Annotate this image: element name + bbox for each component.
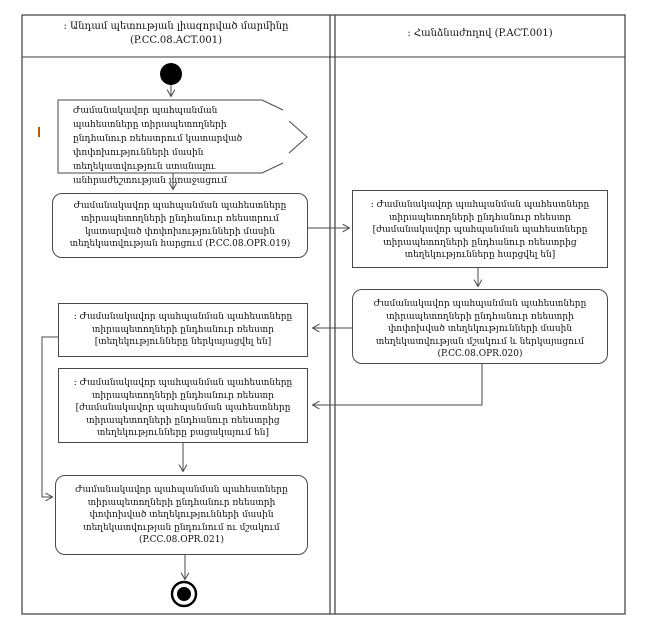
connector-process-to-registry-missing (313, 364, 483, 405)
connector-registry-submitted-to-receive (41, 336, 58, 497)
end-node-core-icon (177, 587, 191, 601)
node-registry-missing-state: : Ժամանակավոր պահպանման պահեստները տիրապ… (58, 368, 308, 443)
signal-event-shape (57, 99, 284, 174)
signal-chevron-icon (288, 120, 308, 154)
lane-header-commission-title: : Հանձնաժողով (P.ACT.001) (407, 28, 553, 39)
lane-header-commission: : Հանձնաժողով (P.ACT.001) (340, 27, 620, 41)
lane-header-authorized-body-line2: (P.CC.08.ACT.001) (129, 34, 223, 46)
diagram-frame (21, 14, 626, 615)
warning-tick-icon (38, 127, 40, 137)
node-registry-queried-state: : Ժամանակավոր պահպանման պահեստները տիրապ… (352, 190, 608, 268)
node-signal-event: Ժամանակավոր պահպանման պահեստները տիրապետ… (73, 106, 243, 186)
lane-header-authorized-body: : Անդամ պետության լիազորված մարմինը (P.C… (27, 20, 325, 47)
node-request-action: Ժամանակավոր պահպանման պահեստները տիրապետ… (52, 193, 308, 258)
lane-header-authorized-body-line1: : Անդամ պետության լիազորված մարմինը (63, 21, 289, 32)
node-registry-submitted-state: : Ժամանակավոր պահպանման պահեստները տիրապ… (58, 303, 308, 357)
node-process-submit-action: Ժամանակավոր պահպանման պահեստները տիրապետ… (352, 289, 608, 364)
end-node-ring-icon (170, 580, 198, 608)
start-node-icon (160, 63, 182, 85)
node-receive-process-action: Ժամանակավոր պահպանման պահեստները տիրապետ… (55, 475, 308, 555)
